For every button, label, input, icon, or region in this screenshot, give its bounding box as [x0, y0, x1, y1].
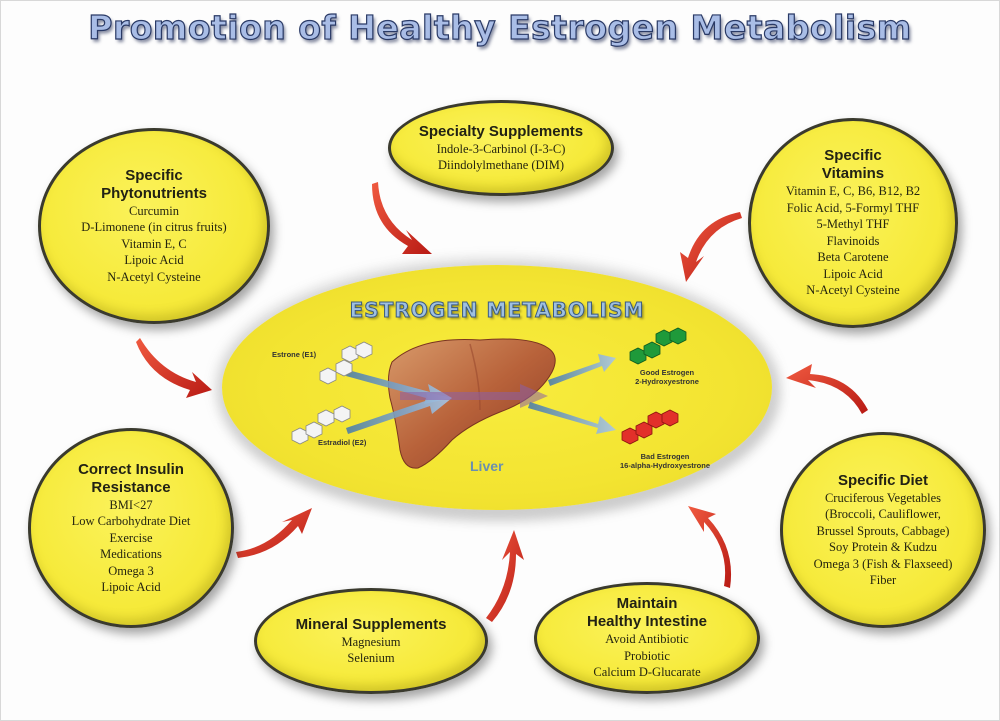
good-estrogen-line2: 2-Hydroxyestrone	[635, 377, 699, 386]
node-item: N-Acetyl Cysteine	[107, 269, 201, 284]
node-item: N-Acetyl Cysteine	[806, 283, 900, 298]
node-item: Cruciferous Vegetables	[824, 490, 942, 505]
node-insulin-resistance: Correct Insulin Resistance BMI<27 Low Ca…	[28, 428, 234, 628]
estrone-label: Estrone (E1)	[272, 350, 317, 359]
node-heading: Mineral Supplements	[295, 615, 447, 633]
node-item: Medications	[100, 547, 162, 561]
node-specific-diet: Specific Diet Cruciferous Vegetables (Br…	[780, 432, 986, 628]
node-item: Beta Carotene	[817, 250, 889, 265]
node-mineral-supplements: Mineral Supplements Magnesium Selenium	[254, 588, 488, 694]
page-title: Promotion of Healthy Estrogen Metabolism	[88, 7, 912, 47]
good-estrogen-label: Good Estrogen 2-Hydroxyestrone	[612, 368, 722, 386]
estradiol-label: Estradiol (E2)	[318, 438, 367, 447]
node-phytonutrients: Specific Phytonutrients Curcumin D-Limon…	[38, 128, 270, 324]
good-estrogen-line1: Good Estrogen	[639, 368, 695, 377]
node-item: Avoid Antibiotic	[605, 632, 689, 647]
node-item: Omega 3 (Fish & Flaxseed)	[813, 556, 953, 571]
node-item: 5-Methyl THF	[816, 217, 890, 232]
node-item: Lipoic Acid	[124, 253, 184, 268]
node-item: Lipoic Acid	[823, 266, 883, 281]
node-vitamins: Specific Vitamins Vitamin E, C, B6, B12,…	[748, 118, 958, 328]
node-item: Vitamin E, C, B6, B12, B2	[785, 184, 921, 199]
node-heading: Resistance	[91, 478, 171, 496]
node-item: Curcumin	[129, 203, 179, 218]
node-item: Calcium D-Glucarate	[593, 665, 701, 680]
center-title: ESTROGEN METABOLISM	[349, 298, 645, 323]
node-item: Diindolylmethane (DIM)	[437, 158, 564, 172]
node-heading: Maintain	[616, 595, 678, 613]
node-heading: Vitamins	[821, 165, 885, 183]
node-item: (Broccoli, Cauliflower,	[825, 507, 941, 521]
node-item: Flavinoids	[826, 233, 880, 248]
bad-estrogen-line2: 16-alpha-Hydroxyestrone	[619, 461, 711, 470]
node-heading: Specific	[125, 166, 183, 184]
node-item: Lipoic Acid	[101, 580, 161, 594]
node-healthy-intestine: Maintain Healthy Intestine Avoid Antibio…	[534, 582, 760, 694]
node-heading: Phytonutrients	[101, 184, 207, 202]
node-item: D-Limonene (in citrus fruits)	[81, 220, 227, 235]
bad-estrogen-line1: Bad Estrogen	[640, 452, 690, 461]
node-item: Low Carbohydrate Diet	[71, 514, 191, 528]
node-item: Magnesium	[341, 634, 401, 649]
node-item: Fiber	[869, 573, 897, 587]
node-item: Selenium	[347, 651, 395, 665]
node-item: BMI<27	[109, 497, 153, 512]
node-item: Vitamin E, C	[121, 236, 187, 251]
node-item: Probiotic	[624, 648, 670, 663]
node-item: Indole-3-Carbinol (I-3-C)	[436, 141, 566, 156]
liver-label: Liver	[470, 458, 504, 474]
node-specialty-supplements: Specialty Supplements Indole-3-Carbinol …	[388, 100, 614, 196]
node-item: Soy Protein & Kudzu	[829, 540, 937, 554]
node-item: Omega 3	[108, 563, 154, 578]
node-heading: Specific	[824, 147, 882, 165]
node-heading: Healthy Intestine	[586, 613, 708, 631]
node-heading: Specific Diet	[837, 471, 929, 489]
node-heading: Correct Insulin	[78, 460, 184, 478]
bad-estrogen-label: Bad Estrogen 16-alpha-Hydroxyestrone	[600, 452, 730, 470]
node-item: Exercise	[109, 530, 153, 545]
node-item: Folic Acid, 5-Formyl THF	[786, 200, 920, 215]
node-heading: Specialty Supplements	[418, 122, 584, 140]
node-item: Brussel Sprouts, Cabbage)	[816, 523, 950, 538]
